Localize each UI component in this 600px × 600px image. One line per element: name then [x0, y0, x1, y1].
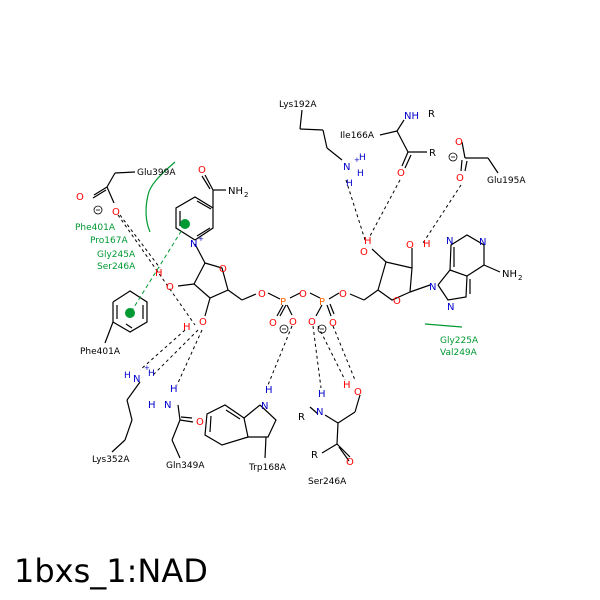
residue-gly245a: Gly245A — [97, 250, 136, 260]
residue-gly225a: Gly225A — [440, 336, 479, 346]
svg-text:H: H — [124, 371, 131, 381]
svg-text:H: H — [170, 384, 178, 395]
svg-text:N: N — [343, 162, 350, 173]
svg-text:H: H — [343, 380, 351, 391]
residue-glu399a: Glu399A — [137, 168, 176, 178]
svg-text:O: O — [354, 387, 362, 398]
residue-lys192a: Lys192A — [279, 100, 317, 110]
svg-text:H: H — [155, 268, 163, 279]
residue-pro167a: Pro167A — [90, 236, 128, 246]
svg-text:H: H — [346, 179, 353, 189]
residue-phe401a: Phe401A — [80, 347, 121, 357]
svg-text:O: O — [308, 317, 316, 328]
svg-text:O: O — [299, 289, 307, 300]
residue-ser246a: Ser246A — [308, 477, 347, 487]
svg-text:H: H — [183, 322, 191, 333]
svg-text:2: 2 — [518, 274, 522, 282]
svg-text:R: R — [429, 148, 436, 159]
svg-text:H: H — [357, 169, 364, 179]
svg-text:H: H — [265, 385, 273, 396]
svg-text:N: N — [133, 374, 140, 385]
svg-text:O: O — [455, 137, 463, 148]
svg-text:O: O — [456, 173, 464, 184]
charges — [93, 152, 458, 334]
residue-phe401a-green: Phe401A — [75, 223, 116, 233]
svg-text:H: H — [148, 400, 156, 411]
svg-text:H: H — [423, 239, 431, 250]
svg-text:O: O — [360, 247, 368, 258]
svg-text:P: P — [319, 297, 325, 308]
residue-ser246a-green: Ser246A — [97, 262, 136, 272]
svg-text:N: N — [190, 239, 197, 250]
svg-text:N: N — [316, 407, 323, 418]
svg-text:P: P — [280, 297, 286, 308]
residue-bonds — [92, 109, 499, 462]
svg-text:H: H — [148, 369, 155, 379]
svg-text:O: O — [219, 264, 227, 275]
svg-text:NH: NH — [502, 269, 517, 280]
ligand-atom-labels: O NH 2 N + O O O O P O P O O O O O O O H… — [166, 165, 522, 329]
svg-text:R: R — [428, 109, 435, 120]
svg-text:H: H — [359, 153, 366, 163]
svg-text:O: O — [397, 168, 405, 179]
svg-text:O: O — [112, 207, 120, 218]
svg-text:N: N — [261, 401, 268, 412]
svg-text:O: O — [406, 240, 414, 251]
residue-ile166a: Ile166A — [340, 131, 375, 141]
svg-text:O: O — [269, 318, 277, 329]
ligand-bonds — [175, 174, 501, 317]
svg-text:N: N — [479, 237, 486, 248]
svg-text:+: + — [198, 235, 204, 243]
residue-trp168a: Trp168A — [248, 463, 287, 473]
svg-text:O: O — [393, 296, 401, 307]
svg-text:R: R — [298, 412, 305, 423]
svg-text:O: O — [258, 289, 266, 300]
svg-text:O: O — [166, 282, 174, 293]
svg-text:H: H — [364, 236, 372, 247]
svg-text:R: R — [311, 450, 318, 461]
svg-text:N: N — [164, 400, 171, 411]
svg-text:N: N — [429, 282, 436, 293]
diagram-title: 1bxs_1:NAD — [14, 552, 208, 590]
svg-text:O: O — [346, 457, 354, 468]
hydrophobic-contacts — [125, 161, 463, 328]
svg-text:+: + — [354, 156, 360, 164]
residue-labels: Glu399A Phe401A Pro167A Gly245A Ser246A … — [75, 100, 526, 487]
residue-lys352a: Lys352A — [92, 455, 130, 465]
svg-text:O: O — [289, 317, 297, 328]
svg-text:2: 2 — [244, 191, 248, 199]
svg-text:NH: NH — [228, 186, 243, 197]
svg-text:O: O — [329, 318, 337, 329]
residue-val249a: Val249A — [440, 348, 478, 358]
svg-text:O: O — [199, 317, 207, 328]
svg-text:+: + — [144, 364, 150, 372]
svg-text:NH: NH — [404, 111, 419, 122]
hydrogen-bonds — [117, 179, 462, 389]
residue-gln349a: Gln349A — [166, 461, 205, 471]
residue-atom-labels: O O H H N H H + H N H O H N H N R H O R … — [76, 109, 464, 468]
svg-text:O: O — [196, 417, 204, 428]
svg-text:H: H — [318, 389, 326, 400]
svg-text:O: O — [198, 165, 206, 176]
svg-text:N: N — [447, 302, 454, 313]
svg-text:O: O — [76, 192, 84, 203]
residue-glu195a: Glu195A — [487, 176, 526, 186]
svg-text:O: O — [339, 289, 347, 300]
svg-text:N: N — [446, 236, 453, 247]
